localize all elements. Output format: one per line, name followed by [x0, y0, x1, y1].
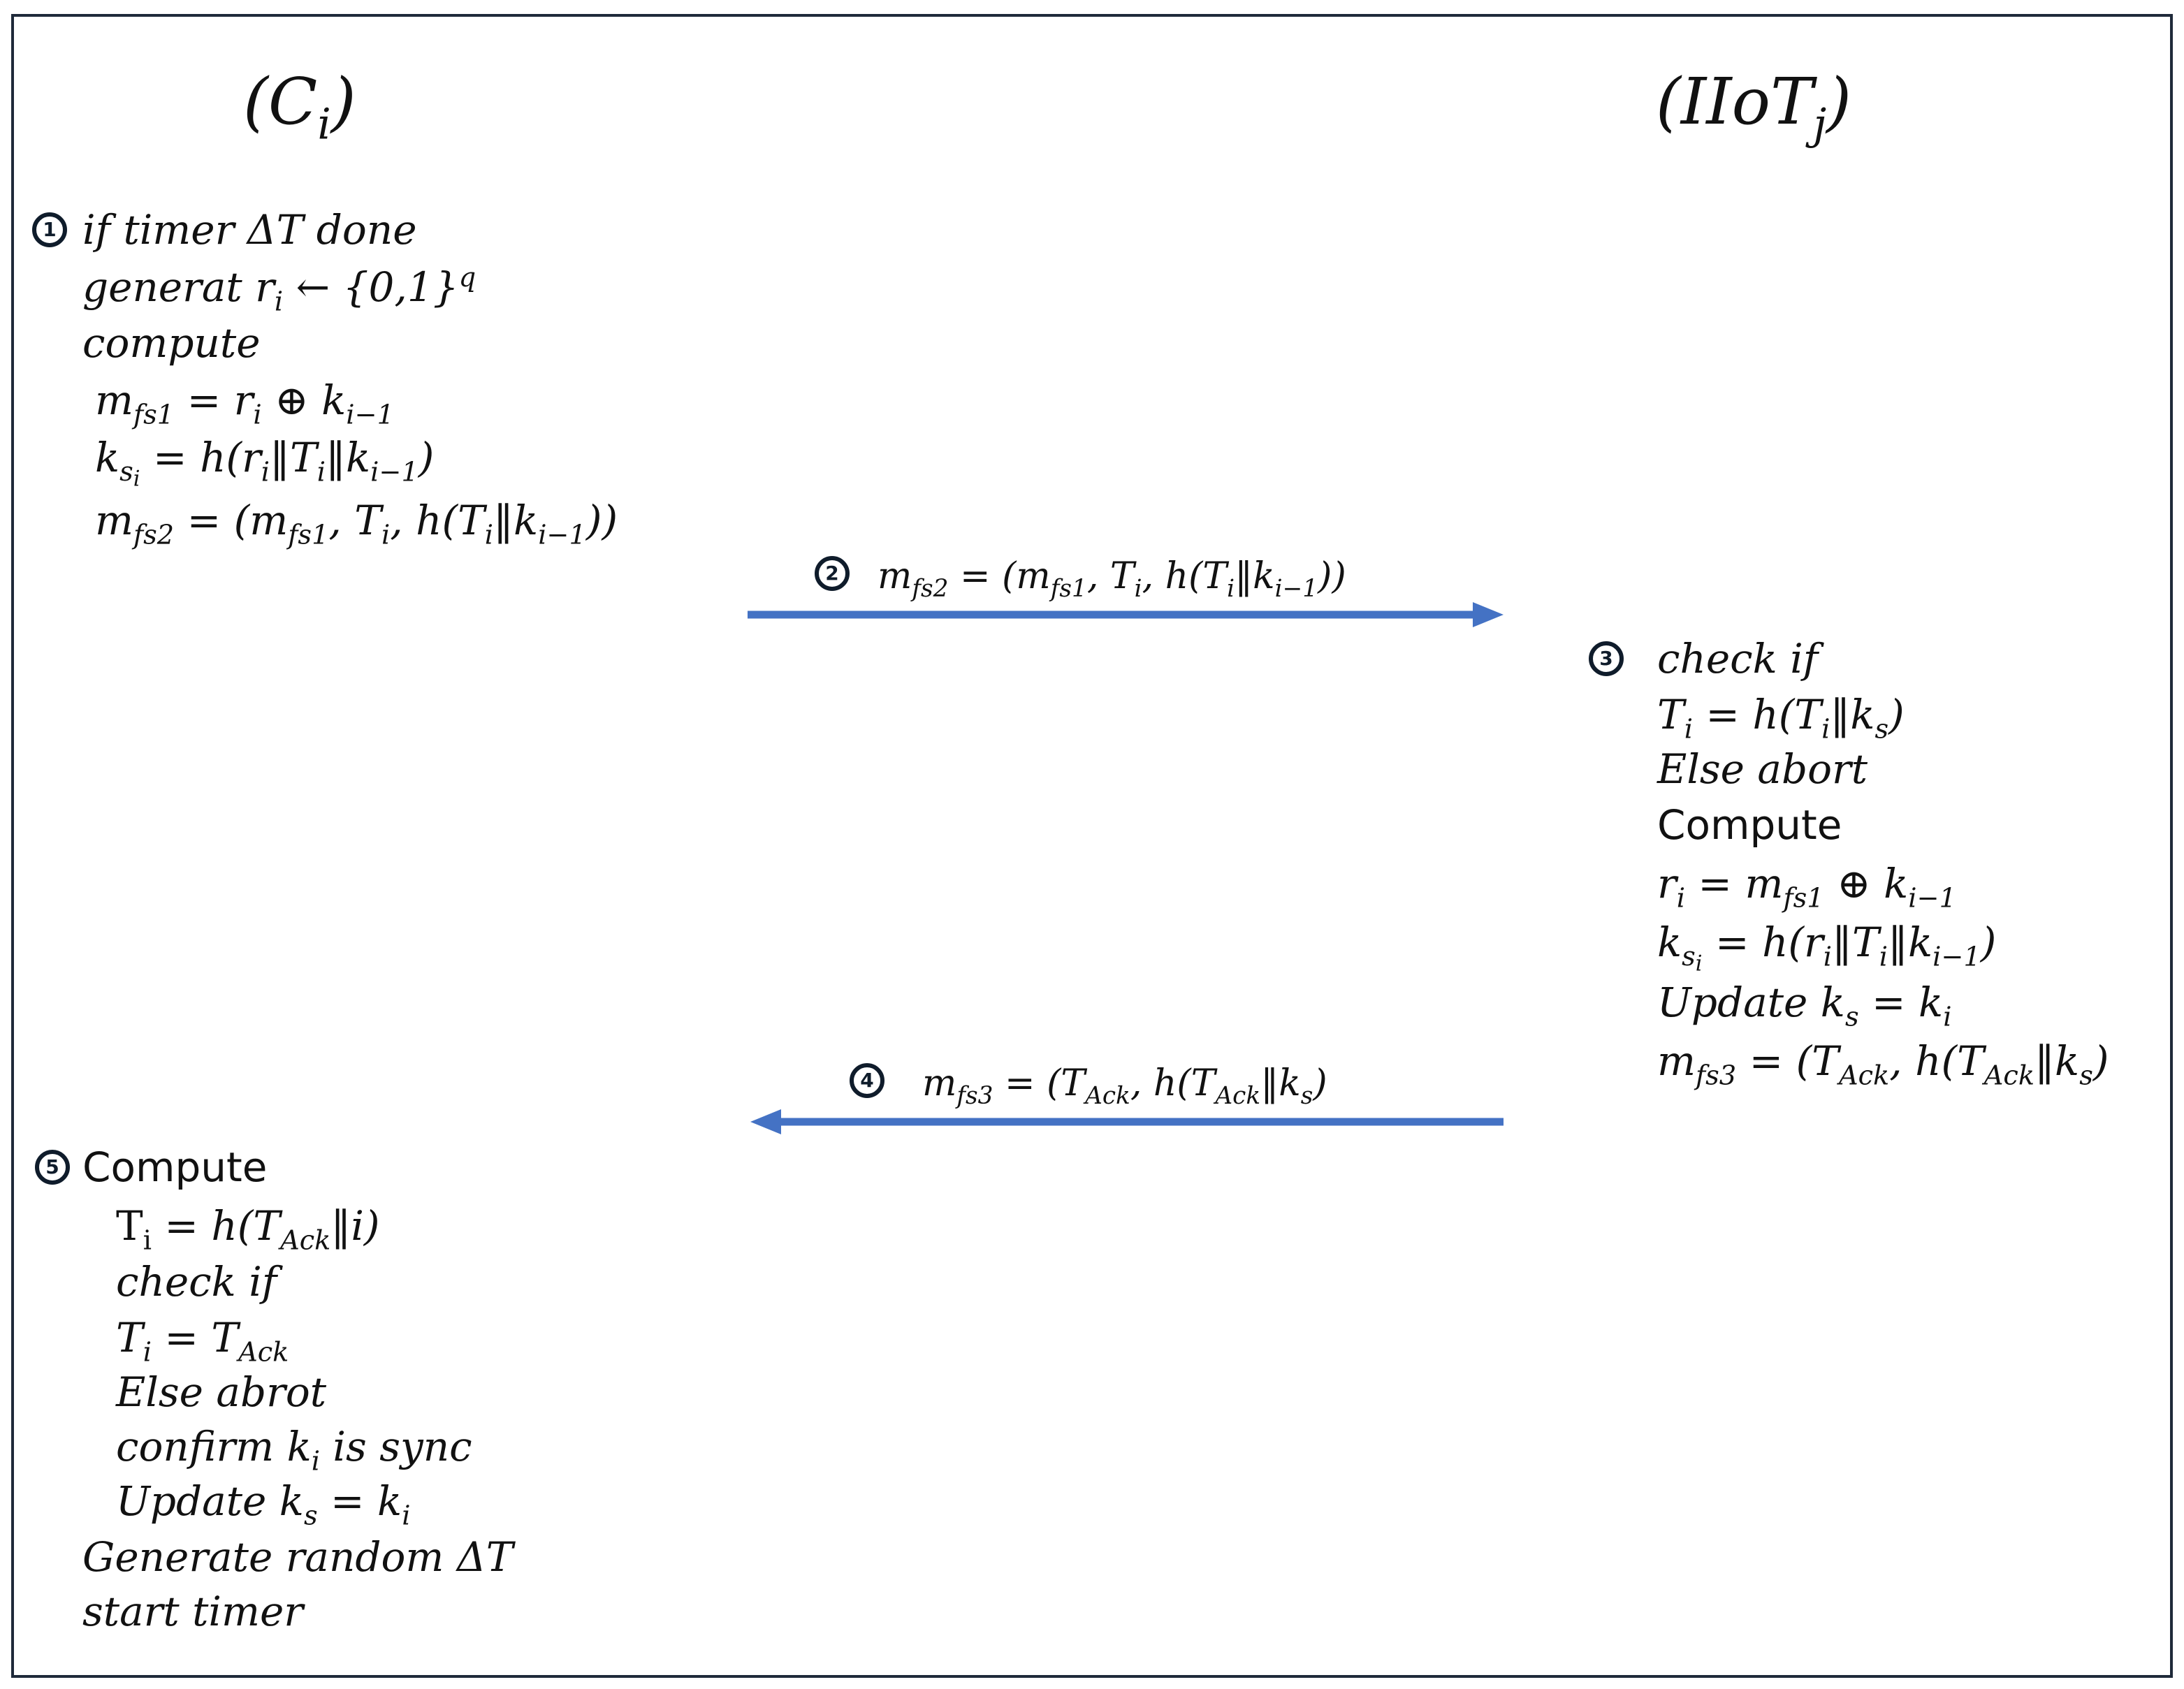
step5-confirm-line: confirm ki is sync	[116, 1423, 472, 1477]
step-5-badge: 5	[35, 1150, 70, 1185]
step5-ti-formula: Ti = h(TAck‖i)	[116, 1202, 380, 1257]
step3-ksi-formula: ksi = h(ri‖Ti‖ki−1)	[1657, 919, 1997, 977]
diagram-frame	[11, 14, 2173, 1678]
message-mfs2: mfs2 = (mfs1, Ti, h(Ti‖ki−1))	[878, 555, 1346, 603]
step3-compute-line: Compute	[1657, 801, 1842, 849]
step3-update-line: Update ks = ki	[1657, 979, 1952, 1033]
message-mfs3: mfs3 = (TAck, h(TAck‖ks)	[922, 1062, 1327, 1110]
step5-compute-line: Compute	[82, 1143, 268, 1191]
step5-timer-line: start timer	[82, 1588, 304, 1635]
step3-mfs3-formula: mfs3 = (TAck, h(TAck‖ks)	[1657, 1037, 2109, 1092]
arrow-to-iiot-head	[1473, 602, 1504, 627]
step1-ksi-formula: ksi = h(ri‖Ti‖ki−1)	[95, 434, 435, 492]
step3-verify-formula: Ti = h(Ti‖ks)	[1657, 691, 1905, 745]
step-2-badge: 2	[815, 556, 850, 591]
step1-timer-line: if timer ΔT done	[82, 206, 417, 254]
step-4-badge: 4	[850, 1063, 884, 1098]
step1-mfs2-formula: mfs2 = (mfs1, Ti, h(Ti‖ki−1))	[95, 497, 618, 551]
step5-abort-line: Else abrot	[116, 1368, 327, 1416]
step1-compute-line: compute	[82, 319, 261, 367]
step-3-badge: 3	[1589, 641, 1624, 676]
step3-abort-line: Else abort	[1657, 745, 1868, 793]
step1-mfs1-formula: mfs1 = ri ⊕ ki−1	[95, 376, 394, 431]
arrow-to-client-head	[750, 1109, 781, 1134]
iiot-header: (IIoTj)	[1656, 64, 1852, 149]
step5-update-line: Update ks = ki	[116, 1477, 411, 1532]
step5-generate-line: Generate random ΔT	[82, 1533, 514, 1581]
step1-generate-line: generat ri ← {0,1}q	[82, 261, 476, 318]
client-header: (Ci)	[243, 64, 356, 149]
step5-check-line: check if	[116, 1258, 277, 1306]
step3-ri-formula: ri = mfs1 ⊕ ki−1	[1657, 860, 1956, 914]
step5-compare-formula: Ti = TAck	[116, 1314, 289, 1368]
step-1-badge: 1	[32, 212, 67, 247]
step3-check-line: check if	[1657, 635, 1819, 682]
